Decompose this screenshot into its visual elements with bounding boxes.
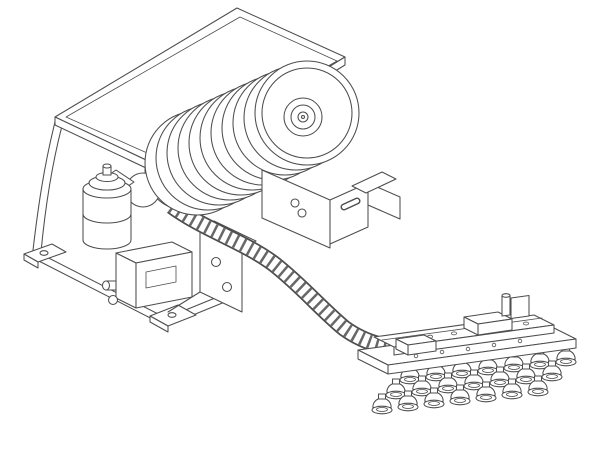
box-left-face [115,252,137,309]
bolt-head [290,198,300,208]
filter-canister [82,163,132,250]
hose-connector [395,334,437,356]
left-frame-edge-inner [40,121,64,253]
plate-left-face [357,349,389,375]
control-knob [107,294,119,306]
vacuum-hose [167,199,418,356]
bolt-head [297,208,307,218]
bracket-arm [367,182,401,220]
guide-pin [501,294,511,317]
bracket-slot [342,199,359,209]
box-front-face [135,251,193,309]
clamp-block [351,171,397,194]
suction-gripper [357,293,577,415]
motor-end-cap [254,60,360,166]
bracket-plate [261,169,331,249]
slide-block [463,311,513,336]
control-box [101,241,193,309]
left-frame-edge [32,117,57,251]
mounting-bracket [261,169,401,249]
canister-band [82,213,132,224]
canister-body [82,189,132,250]
box-label-plate [145,265,177,289]
hose-port-fitting [101,280,117,291]
gripper-upright-bracket [501,293,530,320]
bracket-upright [329,182,369,245]
end-bracket [510,294,530,320]
left-foot [23,243,67,269]
center-foot [149,304,197,333]
pump-unit [23,7,418,356]
